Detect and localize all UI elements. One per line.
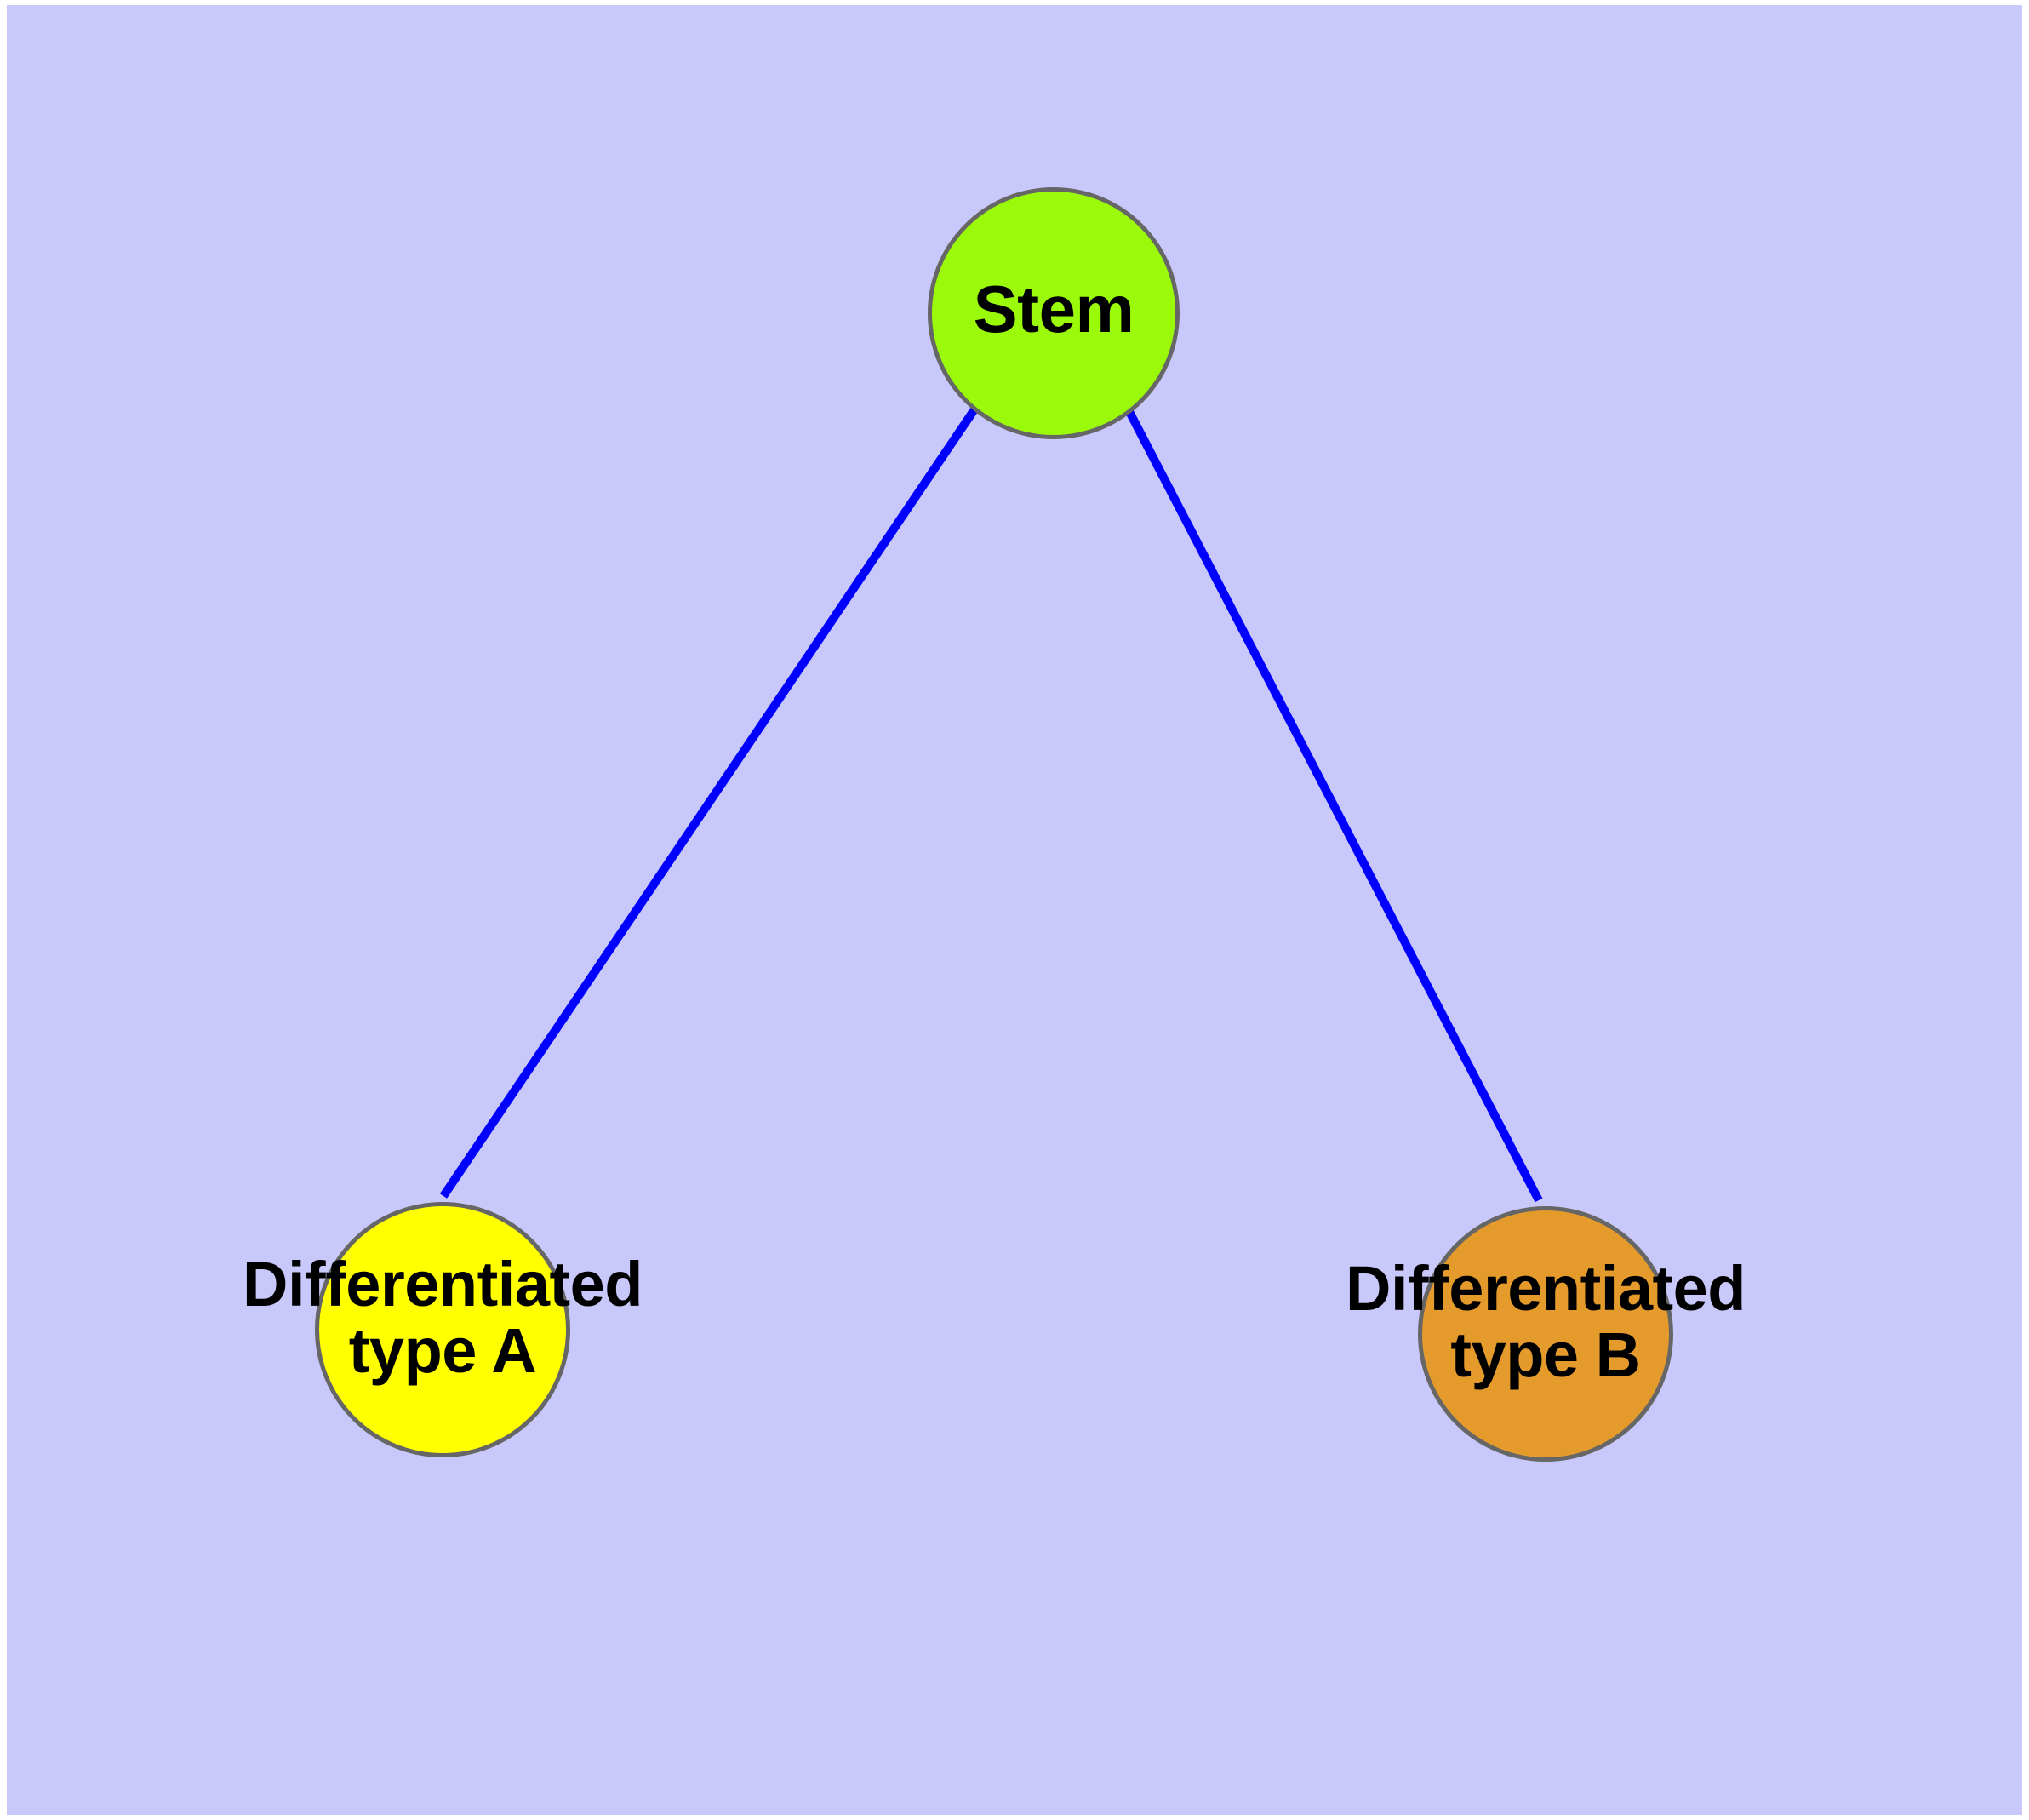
node-differentiated-type-a[interactable] xyxy=(315,1202,570,1457)
diagram-plot-area: Stem Differentiated type A Differentiate… xyxy=(7,5,2022,1815)
edge-stem-to-diff-a xyxy=(439,402,982,1199)
edge-stem-to-diff-b xyxy=(1122,403,1543,1203)
node-stem[interactable] xyxy=(928,187,1180,439)
node-differentiated-type-b[interactable] xyxy=(1418,1206,1673,1462)
edge-layer xyxy=(439,402,1543,1203)
